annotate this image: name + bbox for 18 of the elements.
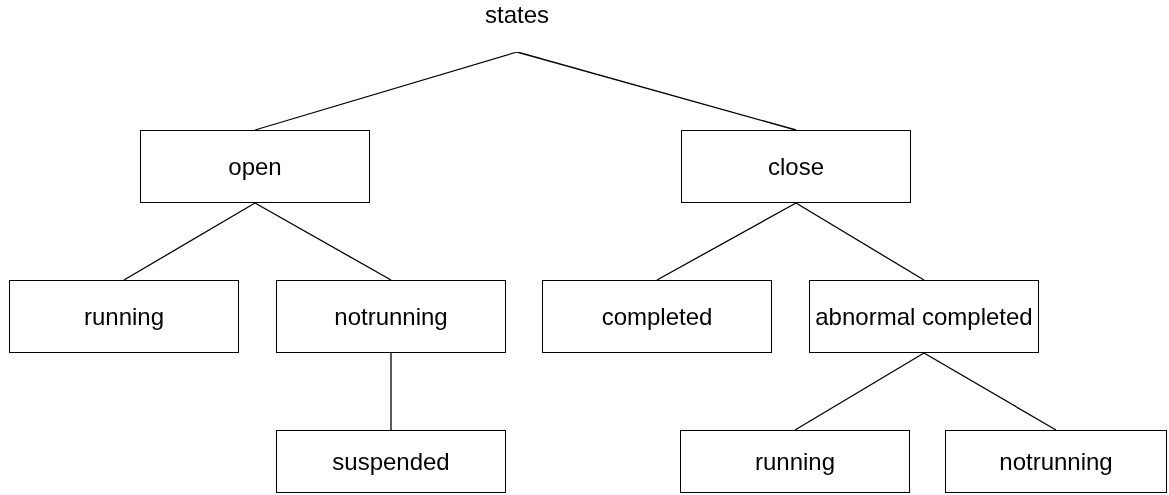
connector-line bbox=[254, 202, 392, 281]
state-box: running bbox=[9, 280, 239, 353]
state-box: notrunning bbox=[945, 430, 1167, 493]
connector-line bbox=[923, 352, 1057, 431]
state-box: close bbox=[681, 130, 911, 203]
connector-line bbox=[123, 202, 256, 281]
state-box: abnormal completed bbox=[809, 280, 1039, 353]
state-box: open bbox=[140, 130, 370, 203]
connector-line bbox=[516, 51, 797, 131]
connector-line bbox=[656, 202, 797, 281]
connector-line bbox=[254, 51, 518, 131]
connector-line bbox=[390, 352, 392, 431]
state-box: notrunning bbox=[276, 280, 506, 353]
state-box: running bbox=[680, 430, 910, 493]
connector-line bbox=[794, 352, 925, 431]
state-box: suspended bbox=[276, 430, 506, 493]
connector-line bbox=[795, 202, 925, 281]
state-box: completed bbox=[542, 280, 772, 353]
